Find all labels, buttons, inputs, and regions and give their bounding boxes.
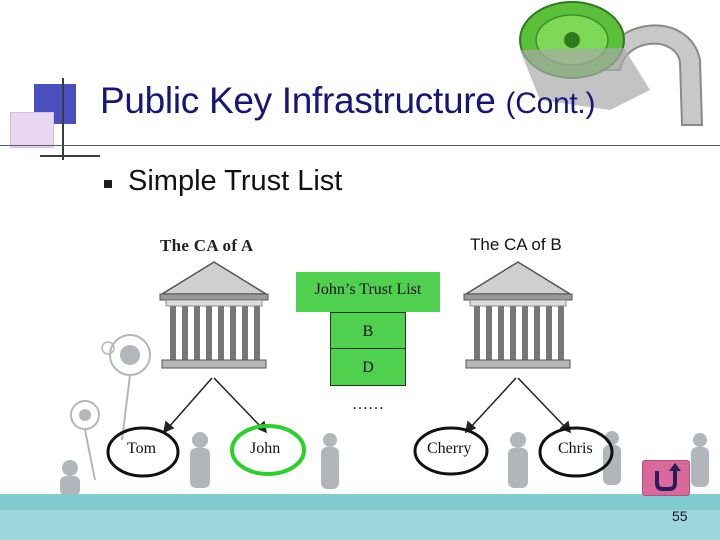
return-arrow-icon — [655, 463, 681, 491]
trust-list-entry: D — [330, 349, 406, 386]
return-button[interactable] — [642, 460, 690, 496]
slide-number: 55 — [672, 508, 688, 524]
padlock-icon — [519, 1, 704, 126]
footer-band-light — [0, 510, 720, 540]
trust-list-entry: B — [330, 312, 406, 349]
slide-title-main: Public Key Infrastructure — [100, 80, 496, 121]
bullet-text: Simple Trust List — [128, 165, 343, 197]
person-label-john: John — [250, 440, 281, 457]
person-label-cherry: Cherry — [427, 440, 472, 457]
person-oval-chris — [538, 426, 614, 478]
title-accent-line — [62, 78, 64, 160]
dandelion-decoration — [70, 334, 151, 481]
people-silhouettes — [60, 431, 709, 496]
trust-list-title: John’s Trust List — [296, 272, 440, 312]
trust-list: B D …… — [330, 312, 406, 423]
bullet-marker — [104, 180, 112, 188]
slide-title-suffix: (Cont.) — [505, 87, 596, 120]
ca-b-label: The CA of B — [470, 235, 562, 254]
person-label-chris: Chris — [558, 440, 593, 457]
bank-building-icon — [159, 261, 269, 369]
trust-list-entry: …… — [330, 386, 406, 423]
title-accent-square-light — [10, 112, 54, 148]
person-label-tom: Tom — [127, 440, 157, 457]
ca-a-label: The CA of A — [160, 236, 254, 255]
slide-title: Public Key Infrastructure (Cont.) — [100, 80, 595, 122]
bank-building-icon-b — [463, 261, 573, 369]
person-oval-cherry — [413, 426, 489, 476]
title-accent-line-short — [40, 155, 100, 157]
person-oval-tom — [106, 426, 180, 478]
person-oval-john — [230, 424, 306, 476]
title-divider — [0, 145, 720, 146]
